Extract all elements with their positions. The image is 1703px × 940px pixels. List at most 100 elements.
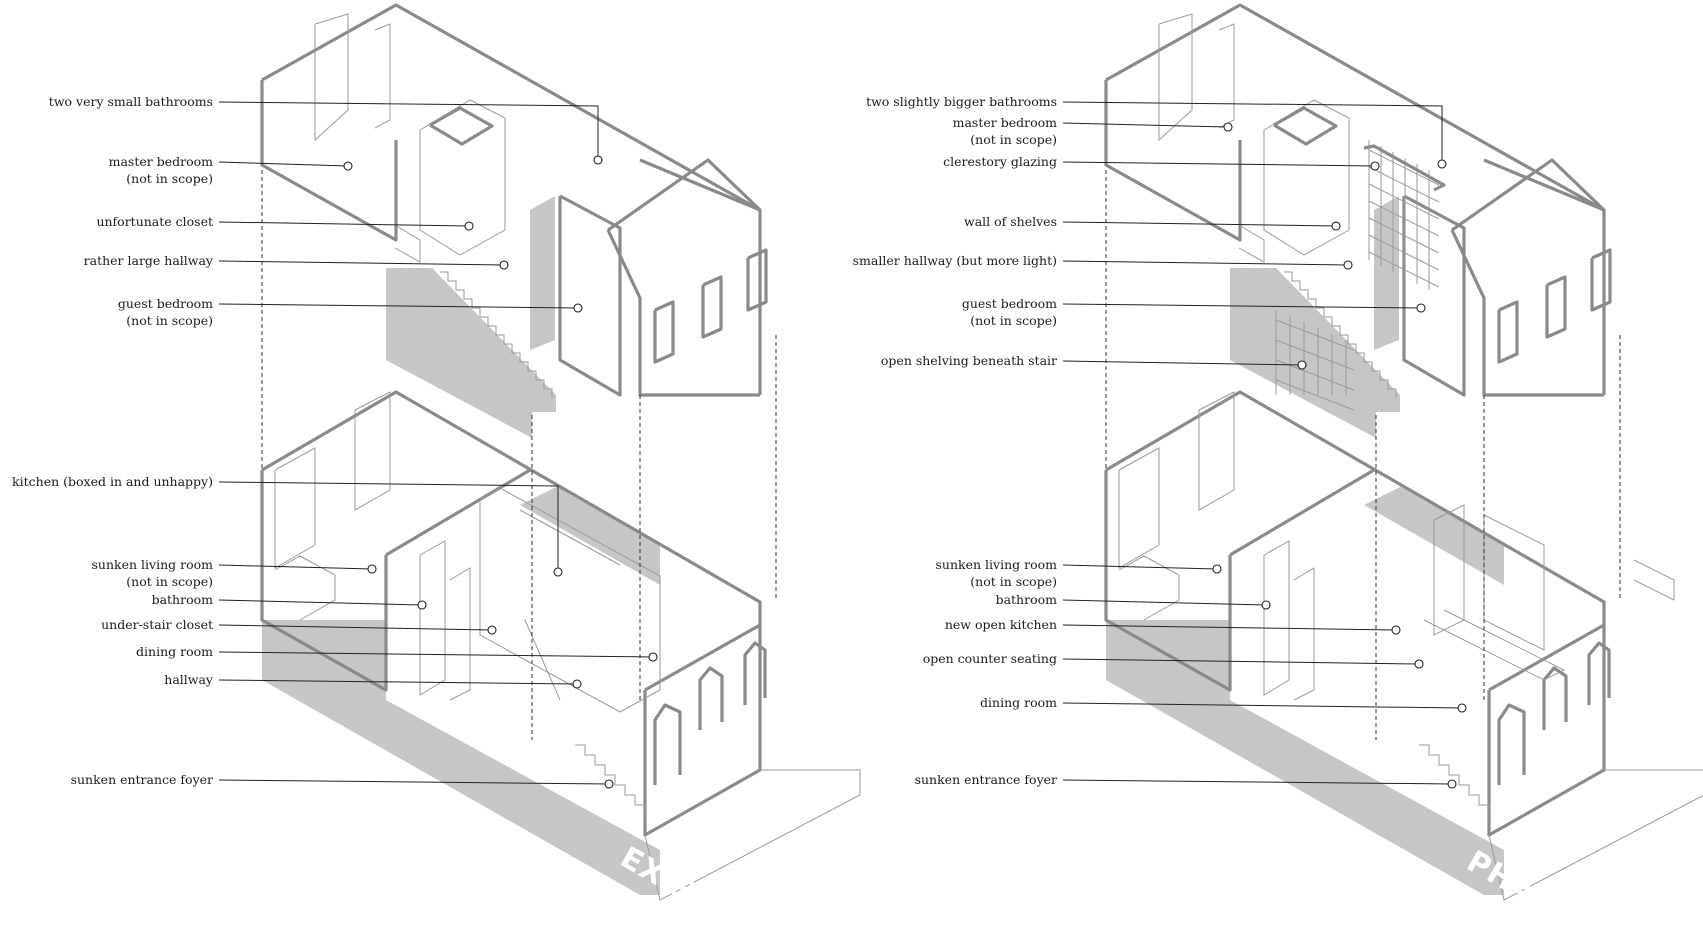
lower-front-top [1488,623,1605,692]
callout-existing-11: hallway [164,672,582,689]
leader-dot [499,260,509,270]
callout-phase1-11: open counter seating [923,651,1424,669]
upper-left-wall [1104,80,1242,242]
callout-sublabel: (not in scope) [126,313,213,328]
lower-stoop [644,769,861,901]
callout-label: open shelving beneath stair [881,353,1057,368]
new-kitchen-shelves [1633,559,1675,601]
leader-dot [1212,564,1222,574]
leader-dot [572,679,582,689]
lower-stoop [1488,769,1703,901]
leader-line [1062,360,1303,366]
leader-dot [553,567,563,577]
callout-existing-3: unfortunate closet [96,214,474,231]
upper-partition-shadow [530,196,555,350]
leader-line [218,260,505,266]
stair-shelf-board-2 [1275,339,1355,371]
upper-bath-block [1263,99,1350,256]
stair-shelf-board-1 [1275,319,1355,351]
leader-dot [573,303,583,313]
callout-label: two very small bathrooms [49,94,213,109]
lower-living-window [1118,447,1160,569]
new-kitchen-run [1483,514,1545,651]
leader-dot [367,564,377,574]
leader-dot [1223,122,1233,132]
leader-dot [343,161,353,171]
leader-line [218,651,654,658]
callout-phase1-9: bathroom [996,592,1271,610]
shelf-board-7 [1368,251,1440,288]
callout-label: dining room [980,695,1057,710]
leader-line [1062,658,1420,665]
callout-label: sunken living room [92,557,214,572]
leader-line [1062,303,1422,309]
leader-line [218,161,349,167]
callout-label: under-stair closet [101,617,213,632]
callout-label: new open kitchen [945,617,1057,632]
callout-label: kitchen (boxed in and unhappy) [12,474,213,489]
lower-left-wall [1104,470,1232,692]
leader-dot [1370,161,1380,171]
callout-existing-8: bathroom [152,592,427,610]
callout-label: clerestory glazing [943,154,1057,169]
upper-landing [394,224,421,263]
shelf-board-4 [1368,200,1440,237]
old-stair-rail [524,619,561,701]
callout-phase1-7: open shelving beneath stair [881,353,1307,370]
leader-dot [1331,221,1341,231]
callout-phase1-4: wall of shelves [964,214,1341,231]
leader-line [218,564,373,570]
leader-dot [593,155,603,165]
upper-back-wall [261,3,762,395]
upper-gable-window-3 [746,248,768,312]
shelf-board-1 [1368,149,1440,186]
upper-chimney [1158,13,1193,142]
leader-dot [604,779,614,789]
lower-entrance-arch [1497,703,1526,785]
lower-back-wall [1105,390,1606,625]
leader-dot [464,221,474,231]
phase1-axonometric-drawing: PHASE 1 [1104,3,1703,940]
lower-front-window-1 [698,666,724,730]
callout-sublabel: (not in scope) [970,313,1057,328]
callout-phase1-10: new open kitchen [945,617,1401,635]
callout-label: wall of shelves [964,214,1057,229]
lower-bath-wall [419,540,446,696]
leader-line [1062,702,1463,709]
leader-dot [1457,703,1467,713]
upper-guest-wall [1402,194,1466,397]
callout-sublabel: (not in scope) [126,171,213,186]
upper-window [1218,23,1235,129]
leader-line [1062,779,1453,785]
callout-phase1-6: guest bedroom(not in scope) [962,296,1426,328]
callout-label: two slightly bigger bathrooms [866,94,1057,109]
upper-gable-edge [606,229,760,397]
leader-line [1062,221,1337,227]
callout-label: open counter seating [923,651,1057,666]
clerestory-glazing [1363,144,1446,192]
callout-phase1-5: smaller hallway (but more light) [853,253,1353,270]
lower-foundation-shadow [262,620,660,895]
upper-landing [1238,224,1265,263]
upper-gable [1451,158,1606,232]
leader-dot [1343,260,1353,270]
upper-gable-window-2 [701,275,723,339]
new-counter [1423,609,1566,681]
callout-label: bathroom [996,592,1058,607]
lower-front-window-1 [1542,666,1568,730]
lower-living-steps [1118,555,1180,621]
shelf-board-3 [1368,183,1440,220]
callout-existing-12: sunken entrance foyer [71,772,614,789]
callout-phase1-13: sunken entrance foyer [915,772,1457,789]
shelf-board-2 [1368,166,1440,203]
upper-stair-profile [440,271,553,398]
upper-back-wall [1105,3,1606,395]
leader-line [1062,599,1267,606]
leader-line [1062,624,1397,631]
upper-stair-shadow [386,268,556,438]
callout-existing-5: guest bedroom(not in scope) [118,296,583,328]
callout-phase1-1: two slightly bigger bathrooms [866,94,1447,169]
lower-foundation-shadow [1106,620,1504,895]
leader-dot [1437,159,1447,169]
shelf-board-6 [1368,234,1440,271]
